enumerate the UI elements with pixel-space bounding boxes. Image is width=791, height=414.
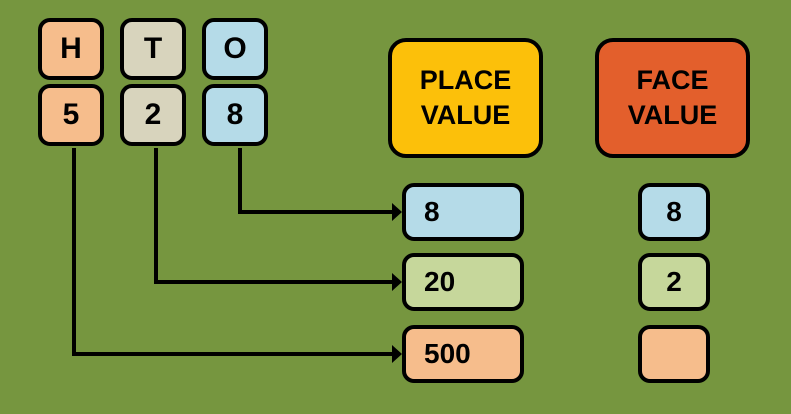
place-value-result-ones: 8 xyxy=(402,183,524,241)
place-value-header: PLACE VALUE xyxy=(388,38,543,158)
place-value-result-tens: 20 xyxy=(402,253,524,311)
arrowhead-tens xyxy=(392,273,402,291)
face-value-result-ones: 8 xyxy=(638,183,710,241)
connector-ones xyxy=(238,148,392,214)
place-value-header-line2: VALUE xyxy=(420,100,511,130)
column-header-ones: O xyxy=(202,18,268,80)
place-value-header-line1: PLACE xyxy=(419,65,512,95)
face-value-header-line2: VALUE xyxy=(627,100,718,130)
digit-tens: 2 xyxy=(120,84,186,146)
column-header-tens: T xyxy=(120,18,186,80)
digit-hundreds: 5 xyxy=(38,84,104,146)
face-value-header: FACE VALUE xyxy=(595,38,750,158)
connector-hundreds xyxy=(72,148,392,356)
face-value-header-line1: FACE xyxy=(636,65,709,95)
face-value-result-hundreds-empty xyxy=(638,325,710,383)
connector-tens xyxy=(154,148,392,284)
arrowhead-hundreds xyxy=(392,345,402,363)
place-value-result-hundreds: 500 xyxy=(402,325,524,383)
column-header-hundreds: H xyxy=(38,18,104,80)
face-value-result-tens: 2 xyxy=(638,253,710,311)
arrowhead-ones xyxy=(392,203,402,221)
digit-ones: 8 xyxy=(202,84,268,146)
